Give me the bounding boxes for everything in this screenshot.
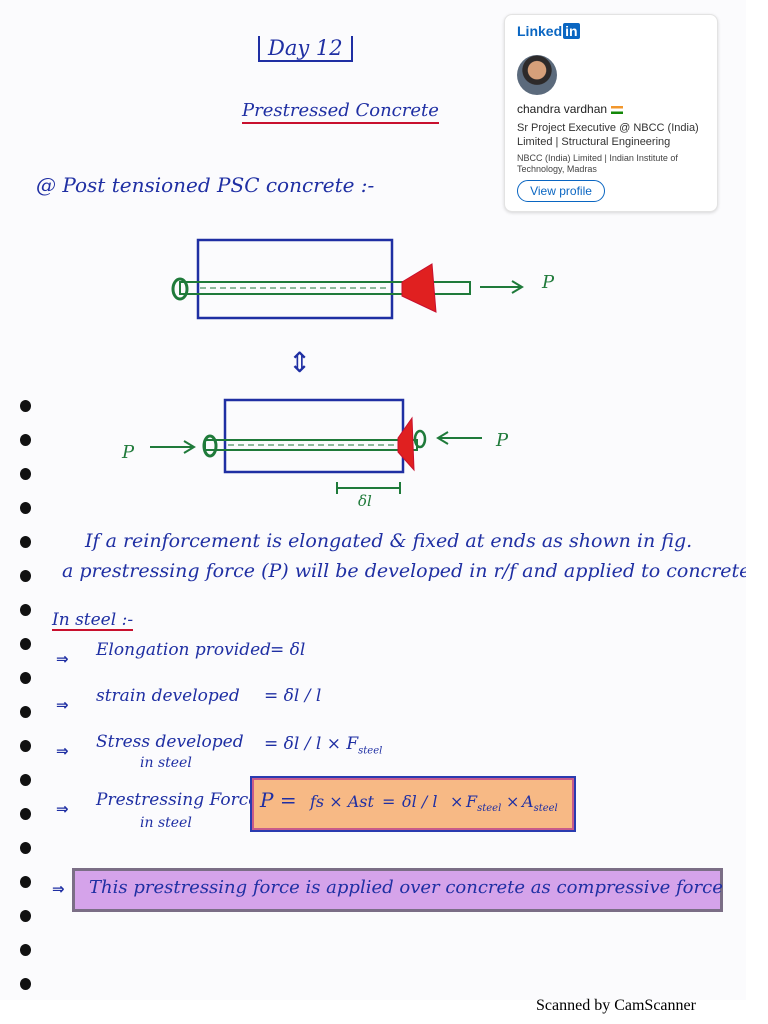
beam-top: [171, 238, 524, 320]
force-label-left: P: [121, 442, 135, 463]
section-heading: @ Post tensioned PSC concrete :-: [36, 173, 375, 197]
arrow-icon: ⇒: [52, 880, 65, 898]
stress-label-sub: in steel: [140, 755, 192, 771]
profile-name: chandra vardhan: [517, 102, 624, 116]
formula-term-4: Asteel: [522, 792, 558, 815]
force-label-top: P: [541, 272, 555, 293]
profile-headline: Sr Project Executive @ NBCC (India) Limi…: [517, 122, 699, 148]
scanner-watermark: Scanned by CamScanner: [536, 997, 696, 1014]
elongation-label-text: Elongation provided: [96, 640, 272, 660]
profile-organization: NBCC (India) Limited | Indian Institute …: [517, 153, 678, 174]
elongation-value: = δl: [270, 640, 306, 660]
formula-lhs: P =: [260, 788, 297, 812]
formula-times-1: ×: [450, 792, 464, 811]
formula-times-2: ×: [506, 792, 520, 811]
formula-equals: =: [382, 792, 396, 811]
formula-box: P = fs × Ast = δl / l × Fsteel × Asteel: [250, 776, 576, 832]
prestressing-force-label: Prestressing Force: [96, 790, 259, 810]
strain-label: strain developed: [96, 686, 240, 706]
final-statement-box: This prestressing force is applied over …: [72, 868, 723, 912]
arrow-icon: ⇒: [56, 800, 69, 818]
notebook-page: Day 12 Prestressed Concrete @ Post tensi…: [20, 14, 746, 990]
stress-value: = δl / l × Fsteel: [264, 734, 383, 757]
elongation-label: δl: [358, 492, 372, 510]
arrow-icon: ⇒: [56, 650, 69, 668]
beam-bottom: [150, 398, 482, 494]
stress-label: Stress developed: [96, 732, 244, 752]
page-title: Day 12: [258, 36, 353, 62]
force-label-right: P: [495, 430, 509, 451]
equivalence-arrow: ⇕: [288, 346, 311, 379]
explanation-line-1: If a reinforcement is elongated & fixed …: [85, 530, 693, 552]
india-flag-icon: [611, 105, 624, 114]
arrow-icon: ⇒: [56, 696, 69, 714]
in-steel-heading: In steel :-: [52, 610, 134, 631]
formula-term-2: δl / l: [402, 792, 438, 811]
arrow-icon: ⇒: [56, 742, 69, 760]
view-profile-button[interactable]: View profile: [517, 180, 605, 202]
post-tensioning-diagram: P ⇕ P P δl: [121, 238, 555, 510]
final-statement: This prestressing force is applied over …: [89, 877, 723, 898]
prestressing-force-label-sub: in steel: [140, 815, 192, 831]
formula-term-1: fs × Ast: [310, 792, 374, 811]
page-subtitle: Prestressed Concrete: [242, 102, 439, 124]
strain-value: = δl / l: [264, 686, 322, 706]
avatar: [517, 55, 557, 95]
explanation-line-2: a prestressing force (P) will be develop…: [62, 560, 746, 582]
formula-term-3: Fsteel: [466, 792, 502, 815]
spiral-binding: [20, 390, 36, 990]
